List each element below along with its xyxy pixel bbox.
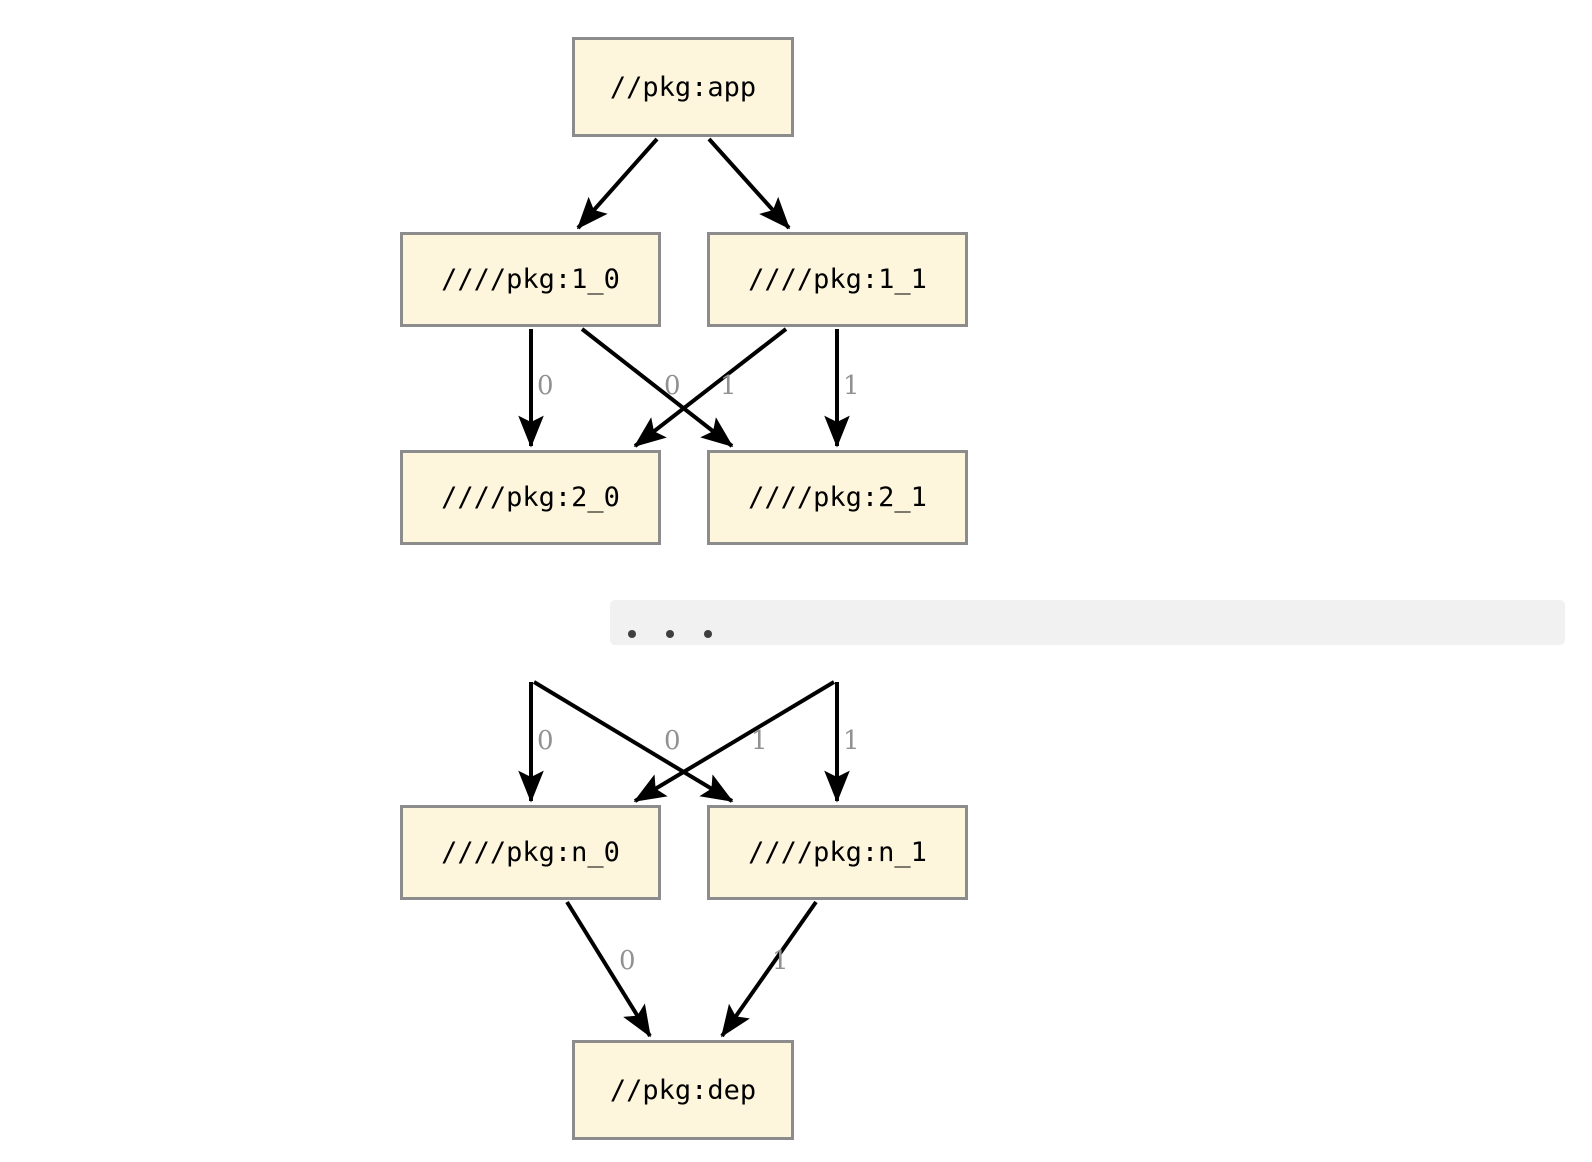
- graph-node-l2_1[interactable]: ////pkg:2_1: [707, 450, 968, 545]
- graph-node-l1_0[interactable]: ////pkg:1_0: [400, 232, 661, 327]
- graph-node-label: //pkg:dep: [609, 1074, 757, 1106]
- graph-edge-label-e-n_0-dep: 0: [619, 946, 636, 976]
- ellipsis-icon: [628, 629, 712, 638]
- graph-node-ln_0[interactable]: ////pkg:n_0: [400, 805, 661, 900]
- graph-edge-label-e-n-1_1: 0: [664, 726, 681, 756]
- graph-edge-label-e-n-2_1: 1: [843, 726, 860, 756]
- graph-edge-label-e-1_1-2_1: 1: [843, 371, 860, 401]
- graph-node-dep[interactable]: //pkg:dep: [572, 1040, 794, 1140]
- graph-node-label: ////pkg:1_0: [441, 264, 620, 295]
- graph-node-label: ////pkg:n_1: [748, 837, 927, 868]
- graph-node-label: ////pkg:2_1: [748, 482, 927, 513]
- graph-edge-e-n-1_1[interactable]: [532, 680, 734, 803]
- graph-edge-label-e-n_1-dep: 1: [772, 946, 789, 976]
- ellipsis-dot: [704, 629, 712, 638]
- graph-edge-label-e-n-2_0: 1: [751, 726, 768, 756]
- graph-edge-label-e-n-1_0: 0: [537, 726, 554, 756]
- graph-edge-label-e-1_0-2_0: 0: [537, 371, 554, 401]
- graph-node-l1_1[interactable]: ////pkg:1_1: [707, 232, 968, 327]
- ellipsis-dot: [628, 629, 636, 638]
- graph-edge-e-app-1_0[interactable]: [576, 137, 659, 230]
- graph-edge-e-app-1_1[interactable]: [707, 137, 791, 230]
- graph-edge-e-1_0-2_1[interactable]: [580, 327, 734, 448]
- elided-section-band[interactable]: [610, 600, 1565, 645]
- graph-edge-e-n_0-dep[interactable]: [565, 900, 652, 1038]
- graph-node-label: ////pkg:1_1: [748, 264, 927, 295]
- graph-edge-e-n_1-dep[interactable]: [720, 900, 818, 1038]
- graph-node-ln_1[interactable]: ////pkg:n_1: [707, 805, 968, 900]
- graph-edge-label-e-1_0-2_1: 0: [664, 371, 681, 401]
- ellipsis-dot: [666, 629, 674, 638]
- graph-node-label: //pkg:app: [609, 71, 757, 103]
- graph-node-app[interactable]: //pkg:app: [572, 37, 794, 137]
- graph-node-label: ////pkg:2_0: [441, 482, 620, 513]
- graph-edge-label-e-1_1-2_0: 1: [720, 371, 737, 401]
- graph-node-label: ////pkg:n_0: [441, 837, 620, 868]
- graph-edge-e-1_1-2_0[interactable]: [633, 327, 788, 448]
- graph-node-l2_0[interactable]: ////pkg:2_0: [400, 450, 661, 545]
